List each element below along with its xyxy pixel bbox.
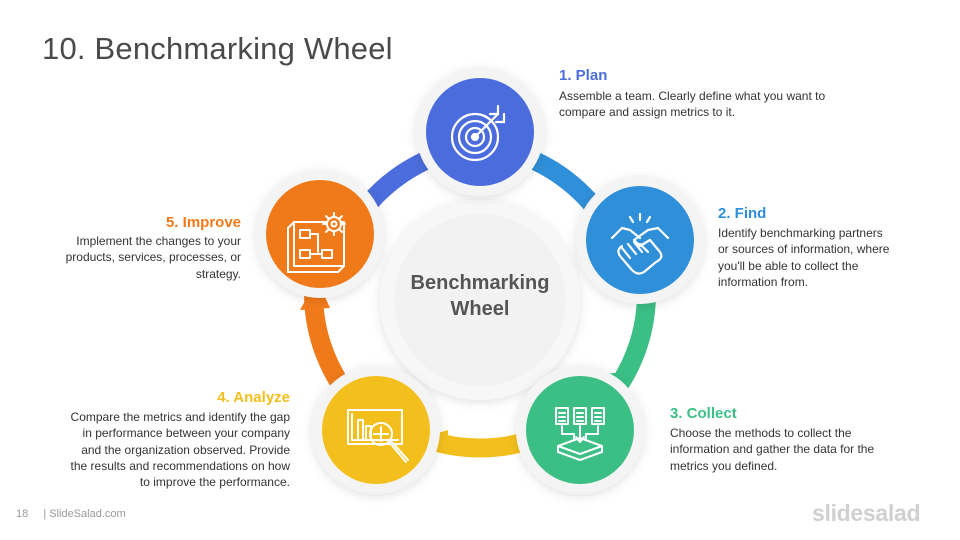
node-analyze <box>312 366 440 494</box>
step-plan-title: 1. Plan <box>559 67 608 84</box>
page-title: 10. Benchmarking Wheel <box>42 31 393 66</box>
step-analyze-line: Compare the metrics and identify the gap <box>70 410 290 424</box>
brand-logo: slidesalad <box>812 500 921 526</box>
node-find <box>576 176 704 304</box>
step-improve-line: products, services, processes, or <box>65 250 241 265</box>
step-improve-line: strategy. <box>195 266 241 281</box>
documents-tray-icon <box>555 407 605 461</box>
step-improve-line: Implement the changes to your <box>76 234 241 248</box>
step-collect-description: Choose the methods to collect the inform… <box>670 425 874 474</box>
step-improve-description: Implement the changes to your products, … <box>66 233 241 282</box>
target-icon <box>450 104 506 162</box>
step-collect-line: Choose the methods to collect the <box>670 426 852 440</box>
step-analyze-line: the results and recommendations on how <box>70 458 290 473</box>
center-label-line1: Benchmarking <box>410 272 550 294</box>
footer: 18 | SlideSalad.com <box>16 508 126 520</box>
step-analyze-description: Compare the metrics and identify the gap… <box>71 409 290 490</box>
chart-magnifier-icon <box>347 409 409 463</box>
center-disc-inner <box>394 214 566 386</box>
step-analyze-line: to improve the performance. <box>139 475 290 490</box>
step-collect-title: 3. Collect <box>670 405 737 422</box>
node-improve <box>256 170 384 298</box>
step-analyze-title: 4. Analyze <box>217 389 290 406</box>
step-find-line: or sources of information, where <box>718 242 890 257</box>
center-label: Benchmarking Wheel <box>396 270 564 322</box>
step-improve-title: 5. Improve <box>165 214 241 231</box>
footer-site: | SlideSalad.com <box>43 508 126 520</box>
step-find-description: Identify benchmarking partners or source… <box>718 225 889 290</box>
page-number: 18 <box>16 508 29 520</box>
blueprint-gear-icon <box>287 212 346 273</box>
step-collect-line: metrics you defined. <box>670 458 778 473</box>
step-find-line: you'll be able to collect the <box>718 258 859 273</box>
step-find-line: information from. <box>718 274 809 289</box>
step-plan-description: Assemble a team. Clearly define what you… <box>559 88 825 121</box>
step-find-title: 2. Find <box>718 205 767 222</box>
center-label-line2: Wheel <box>450 298 510 320</box>
step-collect-line: information and gather the data for the <box>670 442 875 457</box>
handshake-icon <box>610 212 670 275</box>
step-analyze-line: and the organization observed. Provide <box>81 442 290 457</box>
step-analyze-line: in performance between your company <box>82 426 290 441</box>
step-plan-line: compare and assign metrics to it. <box>559 105 736 120</box>
step-find-line: Identify benchmarking partners <box>718 226 883 240</box>
step-plan-line: Assemble a team. Clearly define what you… <box>559 89 826 103</box>
